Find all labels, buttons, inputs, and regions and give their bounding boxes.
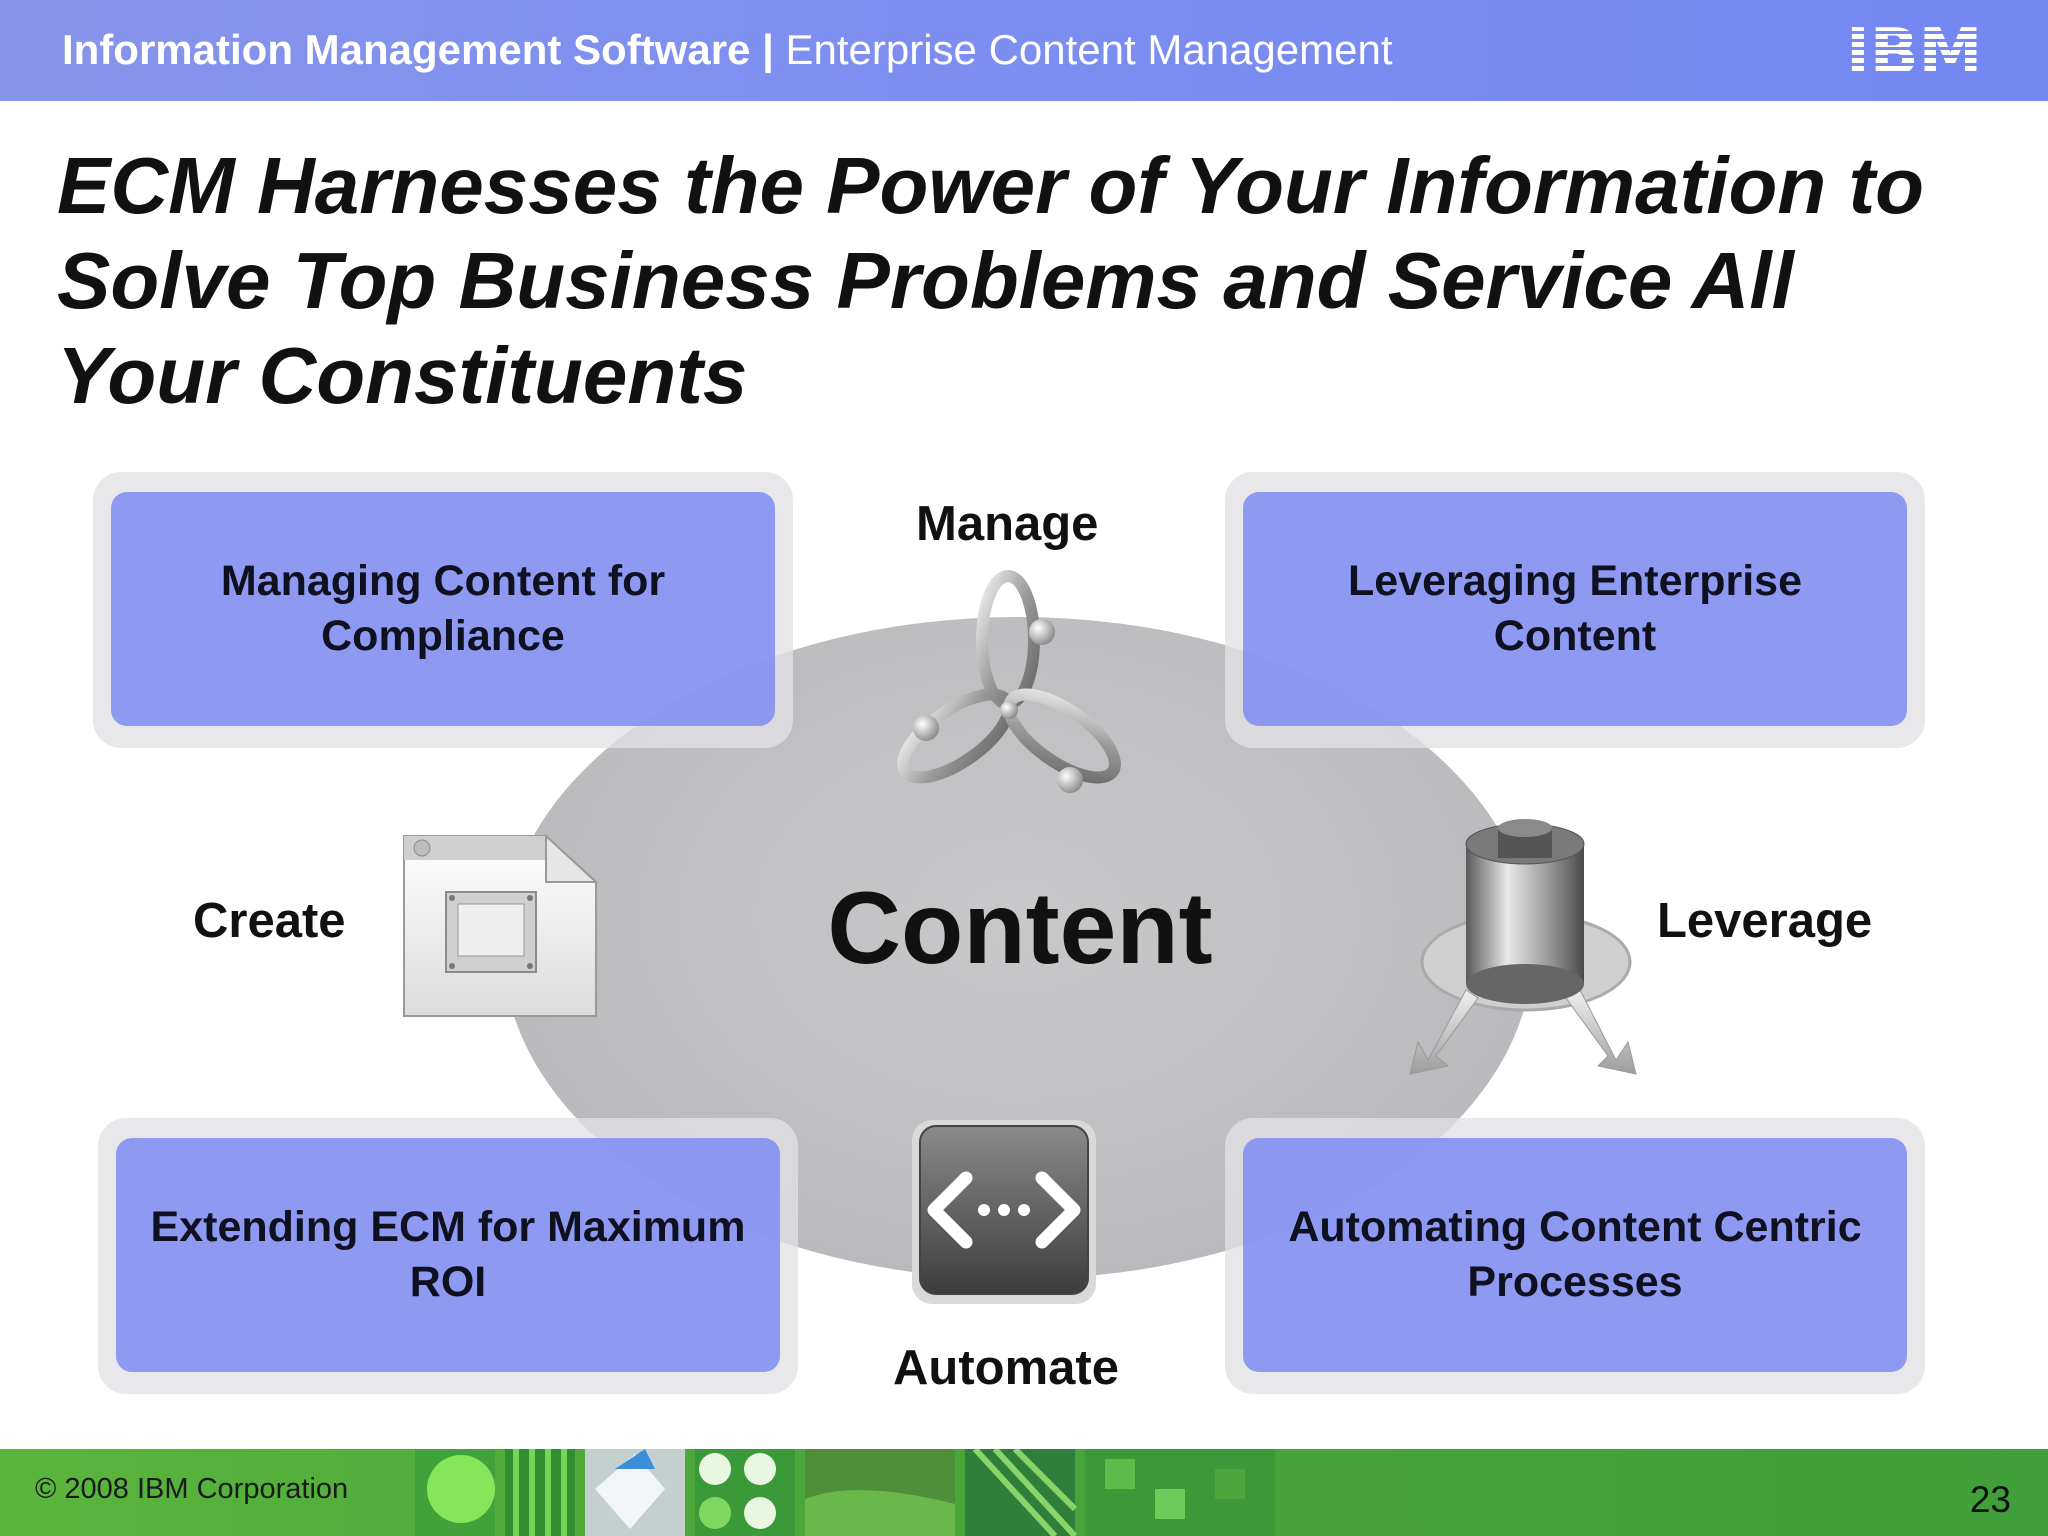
box-extending-label: Extending ECM for Maximum ROI	[150, 1203, 746, 1306]
title-line-1: ECM Harnesses the Power of Your Informat…	[57, 141, 1924, 230]
stage-manage-label: Manage	[916, 497, 1099, 551]
header-text: Information Management Software | Enterp…	[62, 26, 1393, 74]
stage-create-label: Create	[193, 894, 346, 948]
ibm-logo-text: IBM	[1846, 18, 1982, 82]
footer-bar: © 2008 IBM Corporation 23	[0, 1449, 2048, 1536]
box-leveraging-label: Leveraging Enterprise Content	[1347, 557, 1803, 660]
footer-copyright: © 2008 IBM Corporation	[35, 1473, 349, 1505]
title-line-3: Your Constituents	[57, 331, 748, 420]
header-section: Enterprise Content Management	[785, 26, 1393, 73]
box-extending[interactable]: Extending ECM for Maximum ROI	[116, 1138, 780, 1372]
box-leveraging[interactable]: Leveraging Enterprise Content	[1243, 492, 1907, 726]
document-window-icon	[403, 833, 599, 1017]
box-top-left-frame: Managing Content for Compliance	[93, 472, 793, 748]
cylinder-arrows-icon	[1409, 819, 1637, 1075]
page-number: 23	[1969, 1479, 2011, 1520]
box-top-right-frame: Leveraging Enterprise Content	[1225, 472, 1925, 748]
arrows-exchange-icon	[912, 1120, 1096, 1304]
box-automating-label: Automating Content Centric Processes	[1288, 1203, 1862, 1306]
box-bottom-left-frame: Extending ECM for Maximum ROI	[98, 1118, 798, 1394]
page-title: ECM Harnesses the Power of Your Informat…	[57, 138, 2017, 423]
footer-image-strip	[415, 1449, 1275, 1536]
box-bottom-right-frame: Automating Content Centric Processes	[1225, 1118, 1925, 1394]
box-automating[interactable]: Automating Content Centric Processes	[1243, 1138, 1907, 1372]
title-line-2: Solve Top Business Problems and Service …	[57, 236, 1794, 325]
header-bar: Information Management Software | Enterp…	[0, 0, 2048, 101]
header-product: Information Management Software	[62, 26, 751, 73]
box-compliance[interactable]: Managing Content for Compliance	[111, 492, 775, 726]
orbit-icon	[897, 570, 1121, 793]
header-separator: |	[750, 26, 786, 73]
stage-automate-label: Automate	[893, 1341, 1119, 1395]
ibm-logo: IBM	[1846, 18, 1982, 82]
stage-leverage-label: Leverage	[1657, 894, 1873, 948]
box-compliance-label: Managing Content for Compliance	[220, 557, 666, 660]
center-content-label: Content	[827, 871, 1213, 985]
